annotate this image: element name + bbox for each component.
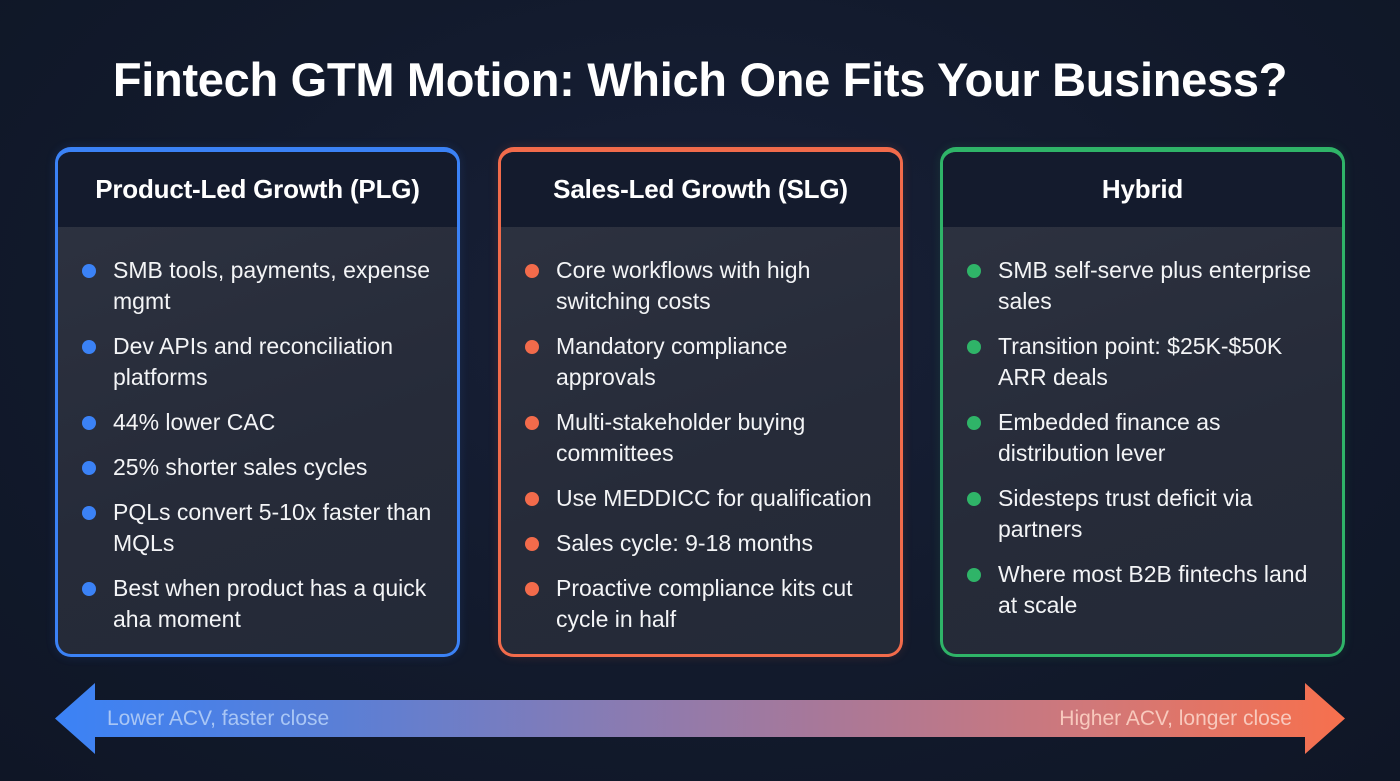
list-item: Proactive compliance kits cut cycle in h… bbox=[523, 573, 880, 635]
bullet-dot-icon bbox=[967, 264, 981, 278]
card-header: Hybrid bbox=[943, 152, 1342, 227]
page-title: Fintech GTM Motion: Which One Fits Your … bbox=[112, 53, 1288, 106]
list-item: Transition point: $25K-$50K ARR deals bbox=[965, 331, 1322, 393]
list-item: Where most B2B fintechs land at scale bbox=[965, 559, 1322, 621]
card-body: Core workflows with high switching costs… bbox=[501, 227, 900, 635]
acv-spectrum-arrow: Lower ACV, faster close Higher ACV, long… bbox=[55, 683, 1345, 754]
list-item: SMB self-serve plus enterprise sales bbox=[965, 255, 1322, 317]
list-item: Dev APIs and reconciliation platforms bbox=[80, 331, 437, 393]
card-header: Sales-Led Growth (SLG) bbox=[501, 152, 900, 227]
list-item: Embedded finance as distribution lever bbox=[965, 407, 1322, 469]
bullet-dot-icon bbox=[967, 492, 981, 506]
bullet-dot-icon bbox=[525, 340, 539, 354]
bullet-dot-icon bbox=[82, 264, 96, 278]
list-item: SMB tools, payments, expense mgmt bbox=[80, 255, 437, 317]
list-item: Multi-stakeholder buying committees bbox=[523, 407, 880, 469]
list-item: PQLs convert 5-10x faster than MQLs bbox=[80, 497, 437, 559]
card-plg: Product-Led Growth (PLG) SMB tools, paym… bbox=[55, 147, 460, 657]
spectrum-right-label: Higher ACV, longer close bbox=[1059, 707, 1292, 730]
card-body: SMB self-serve plus enterprise sales Tra… bbox=[943, 227, 1342, 621]
bullet-dot-icon bbox=[525, 492, 539, 506]
list-item: 25% shorter sales cycles bbox=[80, 452, 437, 483]
bullet-dot-icon bbox=[967, 568, 981, 582]
double-arrow-icon bbox=[55, 683, 1345, 754]
bullet-dot-icon bbox=[525, 537, 539, 551]
bullet-dot-icon bbox=[82, 582, 96, 596]
card-hybrid: Hybrid SMB self-serve plus enterprise sa… bbox=[940, 147, 1345, 657]
bullet-dot-icon bbox=[525, 582, 539, 596]
bullet-dot-icon bbox=[967, 416, 981, 430]
spectrum-left-label: Lower ACV, faster close bbox=[107, 707, 330, 730]
list-item: 44% lower CAC bbox=[80, 407, 437, 438]
list-item: Mandatory compliance approvals bbox=[523, 331, 880, 393]
bullet-dot-icon bbox=[525, 416, 539, 430]
list-item: Sales cycle: 9-18 months bbox=[523, 528, 880, 559]
list-item: Sidesteps trust deficit via partners bbox=[965, 483, 1322, 545]
bullet-dot-icon bbox=[82, 340, 96, 354]
list-item: Core workflows with high switching costs bbox=[523, 255, 880, 317]
card-body: SMB tools, payments, expense mgmt Dev AP… bbox=[58, 227, 457, 635]
list-item: Use MEDDICC for qualification bbox=[523, 483, 880, 514]
card-header: Product-Led Growth (PLG) bbox=[58, 152, 457, 227]
bullet-dot-icon bbox=[967, 340, 981, 354]
bullet-dot-icon bbox=[82, 416, 96, 430]
bullet-dot-icon bbox=[82, 461, 96, 475]
list-item: Best when product has a quick aha moment bbox=[80, 573, 437, 635]
card-slg: Sales-Led Growth (SLG) Core workflows wi… bbox=[498, 147, 903, 657]
bullet-dot-icon bbox=[82, 506, 96, 520]
bullet-dot-icon bbox=[525, 264, 539, 278]
